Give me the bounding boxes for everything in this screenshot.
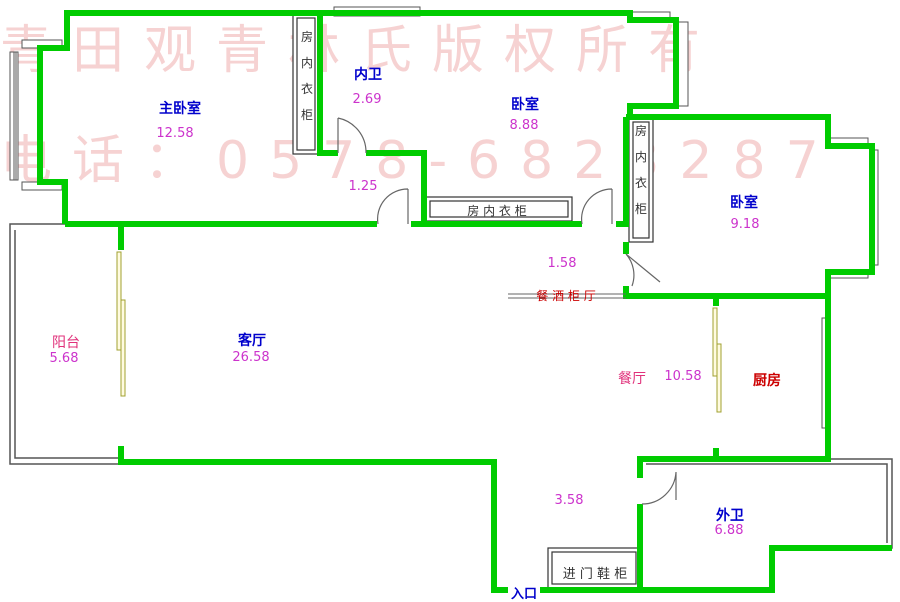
room-name-master-bedroom: 主卧室: [159, 101, 201, 117]
outer-bath-outline: [644, 458, 893, 588]
door-inner-bath: [337, 117, 367, 154]
door-bedroom-right: [625, 253, 661, 287]
door-bedroom-top: [580, 188, 613, 225]
room-area-outer-bath: 6.88: [714, 523, 744, 538]
room-name-dining: 餐厅: [618, 371, 646, 387]
room-area-corridor-top: 1.25: [348, 179, 378, 194]
room-name-bedroom-right: 卧室: [730, 195, 758, 211]
wall-outer-bath: [640, 545, 892, 593]
wall-bedroom-right: [623, 114, 875, 299]
shoe-cabinet-label: 进 门 鞋 柜: [562, 567, 628, 582]
room-area-master-bedroom: 12.58: [156, 126, 194, 141]
balcony-outline: [9, 223, 121, 465]
sliding-door-balcony-a: [116, 251, 122, 351]
room-name-balcony: 阳台: [52, 335, 80, 351]
room-name-inner-bath: 内卫: [354, 67, 382, 83]
room-area-living: 26.58: [232, 350, 270, 365]
room-name-bedroom-top: 卧室: [511, 97, 539, 113]
room-area-balcony: 5.68: [49, 351, 79, 366]
closet-bedroom-right-label: 房内衣柜: [634, 124, 647, 216]
window-bedroom-top: [677, 21, 689, 107]
closet-bedroom-top-label: 房 内 衣 柜: [467, 204, 527, 218]
sliding-door-balcony-b: [120, 299, 126, 397]
closet-master-label: 房内衣柜: [300, 30, 313, 122]
sliding-door-kitchen-b: [716, 343, 722, 413]
door-master: [376, 188, 409, 225]
room-area-bedroom-right: 9.18: [730, 217, 760, 232]
room-name-outer-bath: 外卫: [716, 508, 744, 524]
room-area-dining: 10.58: [664, 369, 702, 384]
room-area-corridor-mid: 1.58: [547, 256, 577, 271]
sliding-door-kitchen-a: [712, 307, 718, 377]
wall-inner-bath: [320, 10, 679, 117]
room-area-inner-bath: 2.69: [352, 92, 382, 107]
room-name-kitchen: 厨房: [753, 373, 781, 389]
room-area-entry: 3.58: [554, 493, 584, 508]
wall-master-bedroom: [37, 10, 338, 224]
room-area-bedroom-top: 8.88: [509, 118, 539, 133]
room-name-living: 客厅: [238, 333, 266, 349]
entrance-label: 入口: [510, 587, 538, 602]
door-outer-bath: [641, 471, 677, 505]
wine-cabinet-label: 餐 酒 柜 厅: [536, 289, 596, 303]
